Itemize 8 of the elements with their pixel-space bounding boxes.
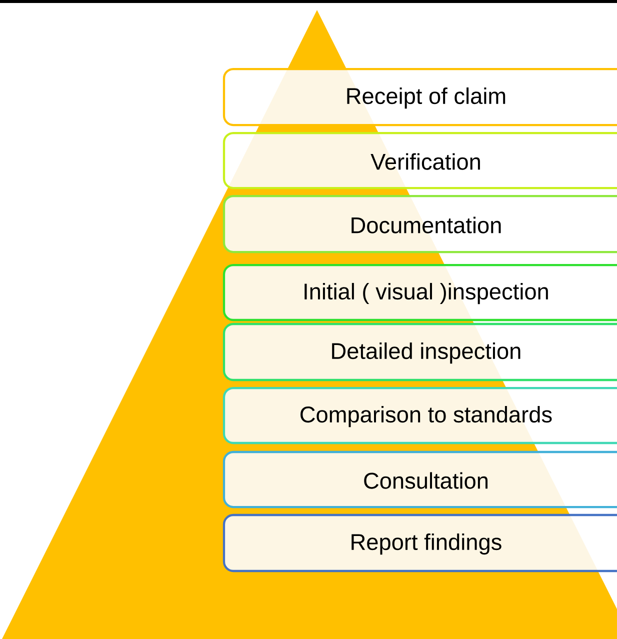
step-box: Documentation <box>222 194 617 254</box>
step-box: Initial ( visual )inspection <box>222 264 617 322</box>
step-box: Verification <box>222 132 617 190</box>
step-box: Consultation <box>222 450 617 508</box>
step-box: Report findings <box>222 514 617 572</box>
step-box: Receipt of claim <box>222 68 617 126</box>
step-box: Comparison to standards <box>222 386 617 444</box>
step-box: Detailed inspection <box>222 322 617 382</box>
